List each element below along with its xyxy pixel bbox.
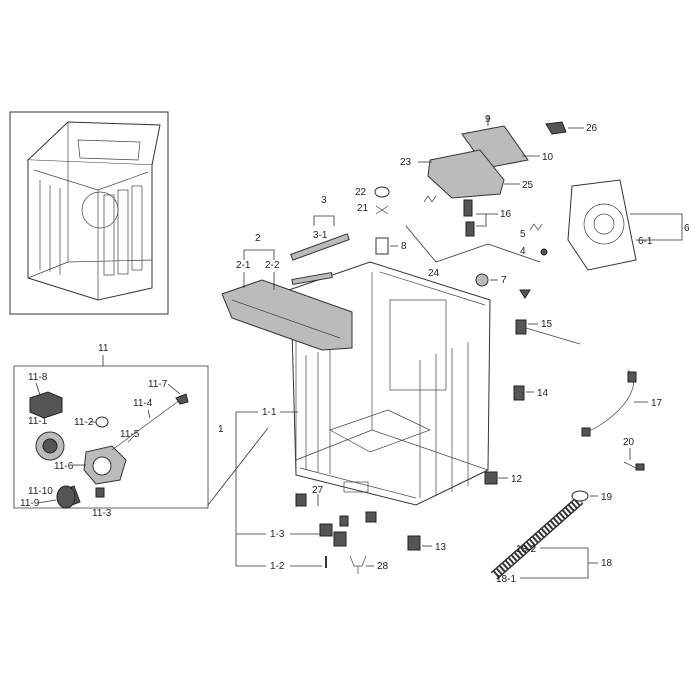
callout-11-8: 11-8	[28, 372, 48, 383]
drain-pump-assembly: 11 11-8 11-1 11-2 11-6 11-7 11-4 11-5 11…	[13, 343, 209, 519]
callout-12: 12	[511, 474, 523, 485]
callout-20: 20	[623, 437, 635, 448]
callout-group-1: 1 1-1 1-3 1-2	[218, 407, 322, 572]
callout-4: 4	[520, 246, 526, 257]
callout-11-6: 11-6	[54, 461, 74, 472]
callout-16: 16	[500, 209, 512, 220]
callout-11: 11	[98, 343, 109, 354]
callout-11-3: 11-3	[92, 508, 112, 519]
callout-1-2: 1-2	[270, 561, 285, 572]
callout-8: 8	[401, 241, 407, 252]
leveling-feet	[295, 471, 498, 568]
callout-17: 17	[651, 398, 663, 409]
clamp-part	[349, 555, 367, 574]
callout-11-5: 11-5	[120, 429, 140, 440]
control-panel-frame-part	[221, 279, 353, 351]
callout-18-2: 18-2	[516, 544, 536, 555]
knob-7-part	[475, 273, 489, 287]
pump-bracket-part	[29, 391, 63, 419]
callout-11-10: 11-10	[28, 486, 53, 497]
callout-15: 15	[541, 319, 553, 330]
callout-11-1: 11-1	[28, 416, 48, 427]
callout-14: 14	[537, 388, 549, 399]
callout-3: 3	[321, 195, 327, 206]
callout-25: 25	[522, 180, 534, 191]
callout-11-2: 11-2	[74, 417, 94, 428]
callout-1-1: 1-1	[262, 407, 277, 418]
callout-19: 19	[601, 492, 613, 503]
callout-5: 5	[520, 229, 526, 240]
callout-11-4: 11-4	[133, 398, 153, 409]
leader-pump-to-cabinet	[207, 427, 269, 506]
callout-23: 23	[400, 157, 412, 168]
callout-6: 6	[684, 223, 690, 234]
callout-2-2: 2-2	[265, 260, 280, 271]
pump-clip-part	[95, 487, 105, 498]
callout-22: 22	[355, 187, 367, 198]
pump-ring-part	[95, 416, 109, 428]
callout-28: 28	[377, 561, 389, 572]
callout-group-2: 2 2-1 2-2	[236, 233, 280, 290]
callout-27: 27	[312, 485, 324, 496]
callout-18: 18	[601, 558, 613, 569]
callout-26: 26	[586, 123, 598, 134]
callout-11-9: 11-9	[20, 498, 40, 509]
drain-hose-group: 19 18-2 18-1 18	[490, 490, 613, 585]
callout-2-1: 2-1	[236, 260, 251, 271]
callout-1: 1	[218, 424, 224, 435]
dispenser-group: 9 10 23 25 26	[400, 114, 598, 199]
inset-assembled-view	[9, 111, 169, 315]
clip-21-part	[375, 205, 389, 215]
callout-2: 2	[255, 233, 261, 244]
callout-10: 10	[542, 152, 554, 163]
callout-7: 7	[501, 275, 507, 286]
callout-3-1: 3-1	[313, 230, 328, 241]
callout-6-1: 6-1	[638, 236, 653, 247]
callout-group-3: 3 3-1	[290, 195, 350, 286]
callout-13: 13	[435, 542, 447, 553]
callout-1-3: 1-3	[270, 529, 285, 540]
clip-22-part	[374, 186, 390, 198]
callout-18-1: 18-1	[496, 574, 516, 585]
cabinet-frame	[221, 261, 491, 506]
callout-21: 21	[357, 203, 369, 214]
spring-holder-part	[375, 237, 389, 255]
callout-24: 24	[428, 268, 440, 279]
callout-11-7: 11-7	[148, 379, 168, 390]
callout-9: 9	[485, 114, 491, 125]
rear-panel-group: 6 6-1	[567, 179, 690, 271]
